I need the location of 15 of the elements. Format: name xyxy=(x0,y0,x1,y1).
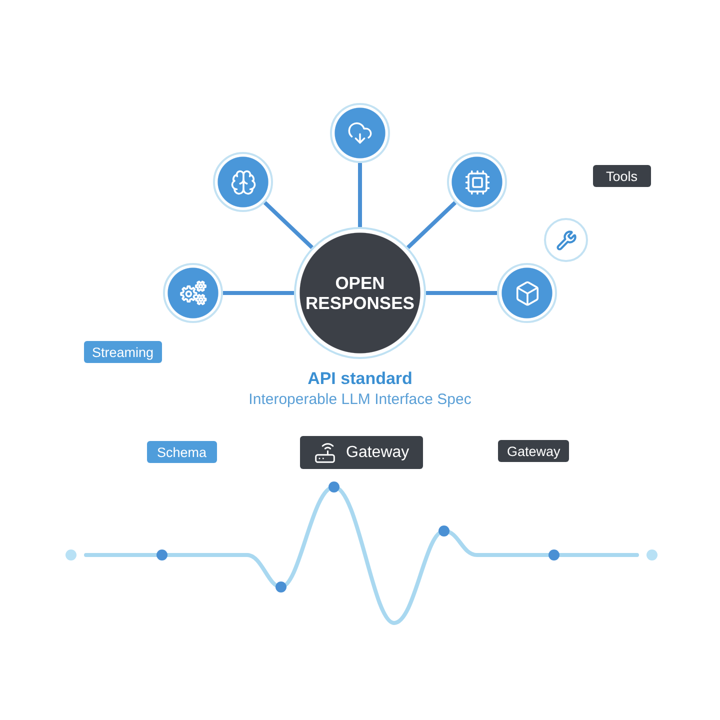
tag-chip: Tools xyxy=(593,165,651,187)
hub-title: OPEN RESPONSES xyxy=(304,273,416,313)
caption-text: Interoperable LLM Interface Spec xyxy=(248,391,472,408)
caption-heading: API standard xyxy=(308,369,412,389)
connector-line xyxy=(406,201,457,250)
tag-chip: Streaming xyxy=(84,341,162,363)
icon-circle xyxy=(544,218,588,262)
tag-text: Gateway xyxy=(346,442,410,462)
connector-line xyxy=(223,291,294,295)
tag-chip: Schema xyxy=(147,441,217,463)
tag-chip: Gateway xyxy=(498,440,570,462)
connector-line xyxy=(426,291,497,295)
tag-chip xyxy=(300,436,424,469)
connector-line xyxy=(358,163,362,227)
connector-line xyxy=(263,201,314,250)
